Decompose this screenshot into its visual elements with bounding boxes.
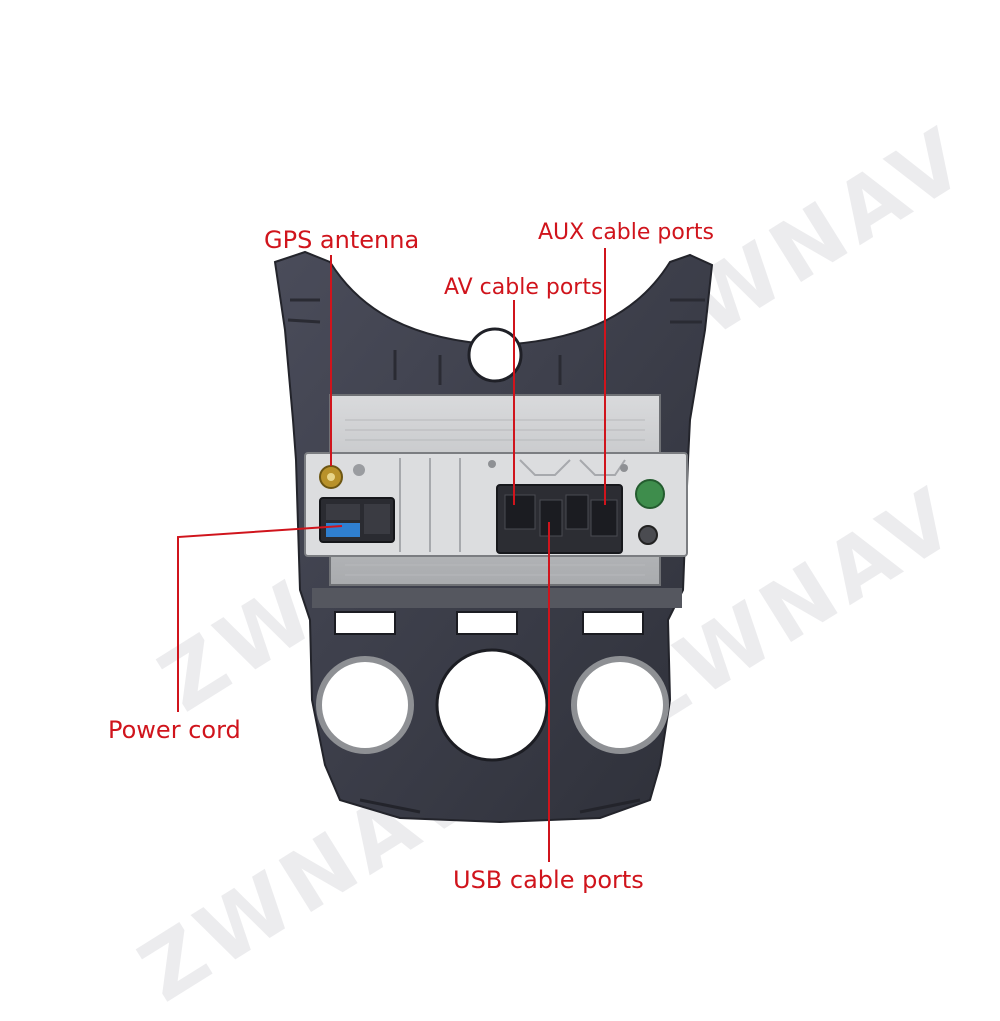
- knob-hole-left: [316, 656, 414, 754]
- label-gps-antenna: GPS antenna: [264, 226, 420, 254]
- label-usb-cable-ports: USB cable ports: [453, 866, 644, 894]
- bezel-top-hole: [467, 327, 523, 383]
- fan-grille: [635, 479, 665, 509]
- label-power-cord: Power cord: [108, 716, 241, 744]
- lower-strip: [312, 588, 682, 608]
- screw-right: [620, 464, 628, 472]
- label-aux-cable-ports: AUX cable ports: [538, 220, 714, 245]
- knob-hole-center: [435, 648, 549, 762]
- slot-center: [456, 611, 518, 635]
- slot-right: [582, 611, 644, 635]
- side-jack: [638, 525, 658, 545]
- power-connector: [319, 497, 395, 543]
- connector-block: [496, 484, 623, 554]
- leader-lines: [177, 248, 606, 862]
- diagram-canvas: ZWNAV ZWNAV ZWNAV ZWNAV: [108, 107, 985, 1021]
- radio-unit-illustration: [177, 248, 714, 862]
- knob-hole-right: [571, 656, 669, 754]
- chassis-vents: [345, 419, 645, 576]
- bottom-tabs: [359, 798, 641, 814]
- screw-left: [488, 460, 496, 468]
- power-leader: [177, 525, 343, 712]
- slot-left: [334, 611, 396, 635]
- label-av-cable-ports: AV cable ports: [444, 275, 603, 300]
